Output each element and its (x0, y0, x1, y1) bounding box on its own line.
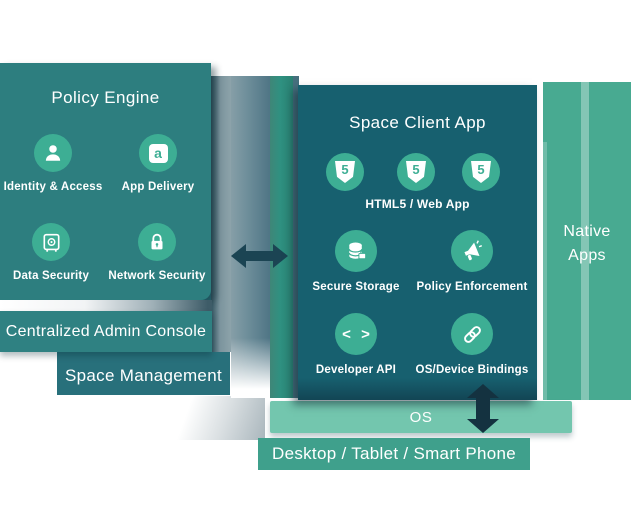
chain-link-icon (451, 313, 493, 355)
os-label: OS (409, 408, 433, 426)
app-delivery-item: a App Delivery (105, 134, 211, 193)
connector-band-gray (231, 76, 270, 398)
horizontal-double-arrow-icon (231, 244, 288, 268)
connector-band-green (270, 76, 293, 398)
native-apps-panel: Native Apps (543, 82, 631, 400)
native-apps-edge-highlight (543, 142, 547, 400)
data-security-label: Data Security (12, 270, 90, 282)
megaphone-icon (451, 230, 493, 272)
policy-enforcement-label: Policy Enforcement (416, 281, 528, 293)
native-apps-label: Native Apps (563, 223, 611, 264)
developer-api-item: < > Developer API (298, 313, 414, 376)
space-management-shadow (163, 396, 265, 440)
database-lock-icon (335, 230, 377, 272)
native-apps-stripe (581, 82, 589, 400)
space-client-app-panel: Space Client App 5 5 5 HTML5 / Web App (298, 85, 537, 400)
policy-engine-title: Policy Engine (51, 88, 160, 107)
data-security-item: Data Security (0, 223, 104, 282)
secure-storage-item: Secure Storage (298, 230, 414, 293)
developer-api-label: Developer API (315, 364, 397, 376)
identity-access-item: Identity & Access (0, 134, 106, 193)
identity-access-label: Identity & Access (3, 181, 103, 193)
device-label: Desktop / Tablet / Smart Phone (272, 444, 516, 463)
html5-web-app-label: HTML5 / Web App (365, 197, 470, 211)
app-a-icon: a (139, 134, 177, 172)
space-client-app-title: Space Client App (349, 113, 486, 132)
app-delivery-label: App Delivery (121, 181, 195, 193)
vertical-double-arrow-icon (467, 384, 499, 433)
os-device-bindings-label: OS/Device Bindings (415, 364, 529, 376)
admin-console-label: Centralized Admin Console (5, 322, 207, 340)
secure-storage-label: Secure Storage (312, 281, 400, 293)
padlock-icon (138, 223, 176, 261)
policy-engine-panel: Policy Engine Identity & Access a App De… (0, 63, 211, 300)
policy-engine-shadow-band (211, 76, 231, 352)
admin-console-bar: Centralized Admin Console (0, 311, 212, 352)
os-device-bindings-item: OS/Device Bindings (412, 313, 532, 376)
network-security-item: Network Security (104, 223, 210, 282)
space-management-label: Space Management (65, 366, 222, 385)
panel-gap-stripe (0, 300, 212, 311)
safe-icon (32, 223, 70, 261)
html5-icon: 5 (462, 153, 500, 191)
os-bar: OS (270, 401, 572, 433)
device-bar: Desktop / Tablet / Smart Phone (258, 438, 530, 470)
network-security-label: Network Security (108, 270, 206, 282)
code-brackets-icon: < > (335, 313, 377, 355)
policy-enforcement-item: Policy Enforcement (412, 230, 532, 293)
connector-band-edge (293, 76, 299, 398)
html5-icon: 5 (326, 153, 364, 191)
html5-icon: 5 (397, 153, 435, 191)
person-icon (34, 134, 72, 172)
